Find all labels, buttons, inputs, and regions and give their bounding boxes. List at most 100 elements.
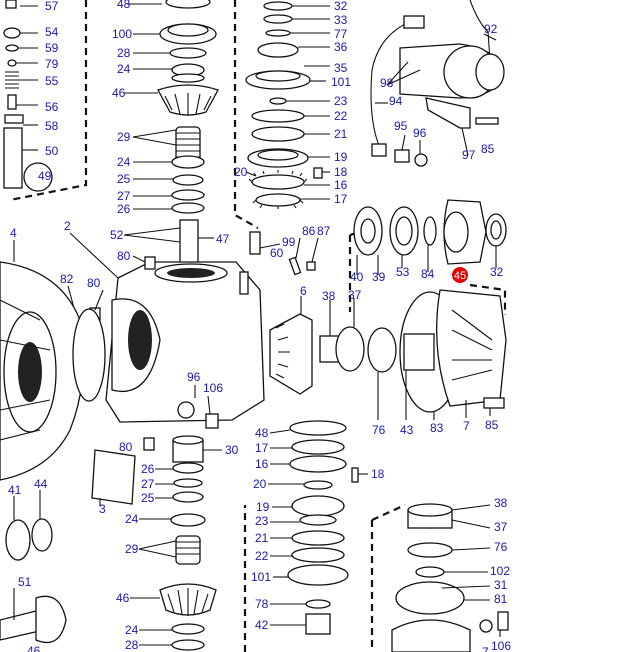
callout-label-46: 46	[27, 644, 41, 652]
lower-middle-washer-stack	[268, 420, 368, 635]
callout-label-80: 80	[119, 440, 133, 454]
callout-label-106: 106	[203, 381, 223, 395]
callout-label-82: 82	[60, 272, 74, 286]
callout-label-18: 18	[371, 467, 385, 481]
callout-label-83: 83	[430, 421, 444, 435]
callout-label-80: 80	[117, 249, 131, 263]
callout-label-26: 26	[141, 462, 155, 476]
callout-label-16: 16	[255, 457, 269, 471]
upper-right-washer-stack	[245, 1, 330, 209]
callout-label-101: 101	[251, 570, 271, 584]
callout-label-79: 79	[45, 57, 59, 71]
lower-left-shaft	[0, 490, 67, 644]
callout-label-27: 27	[141, 477, 155, 491]
right-bearing-row	[353, 199, 507, 275]
callout-label-37: 37	[494, 520, 508, 534]
callout-label-85: 85	[485, 418, 499, 432]
highlight-dot[interactable]	[452, 267, 468, 283]
callout-label-96: 96	[413, 126, 427, 140]
callout-label-32: 32	[490, 265, 504, 279]
callout-label-98: 98	[380, 76, 394, 90]
callout-label-24: 24	[125, 623, 139, 637]
callout-label-81: 81	[494, 592, 508, 606]
callout-label-99: 99	[282, 235, 296, 249]
callout-label-44: 44	[34, 477, 48, 491]
callout-label-55: 55	[45, 74, 59, 88]
callout-label-20: 20	[253, 477, 267, 491]
callout-label-32: 32	[334, 0, 348, 13]
flywheel-housing	[0, 240, 106, 481]
callout-label-7: 7	[463, 419, 470, 433]
callout-label-37: 37	[348, 288, 362, 302]
callout-label-25: 25	[141, 491, 155, 505]
highlight-marker[interactable]: 45	[452, 267, 468, 283]
callout-label-41: 41	[8, 483, 22, 497]
callout-label-51: 51	[18, 575, 32, 589]
callout-label-4: 4	[10, 226, 17, 240]
callout-label-43: 43	[400, 423, 414, 437]
callout-label-87: 87	[317, 224, 331, 238]
callout-label-24: 24	[117, 62, 131, 76]
callout-label-29: 29	[125, 542, 139, 556]
callout-label-22: 22	[255, 549, 269, 563]
callout-label-29: 29	[117, 130, 131, 144]
callout-label-52: 52	[110, 228, 124, 242]
callout-label-49: 49	[38, 169, 52, 183]
callout-label-84: 84	[421, 267, 435, 281]
callout-label-56: 56	[45, 100, 59, 114]
callout-label-53: 53	[396, 265, 410, 279]
callout-label-96: 96	[187, 370, 201, 384]
callout-label-19: 19	[256, 500, 270, 514]
callout-label-78: 78	[255, 597, 269, 611]
callout-label-46: 46	[116, 591, 130, 605]
callout-label-40: 40	[350, 270, 364, 284]
callout-label-20: 20	[234, 165, 248, 179]
callout-label-35: 35	[334, 61, 348, 75]
callout-label-86: 86	[302, 224, 316, 238]
callout-label-24: 24	[117, 155, 131, 169]
callout-label-23: 23	[334, 94, 348, 108]
callout-label-39: 39	[372, 270, 386, 284]
callout-label-3: 3	[99, 502, 106, 516]
callout-label-21: 21	[334, 127, 348, 141]
callout-label-17: 17	[255, 441, 269, 455]
callout-label-48: 48	[117, 0, 131, 11]
callout-label-38: 38	[494, 496, 508, 510]
callout-label-28: 28	[117, 46, 131, 60]
callout-label-26: 26	[117, 202, 131, 216]
highlight-label[interactable]: 45	[454, 270, 466, 282]
callout-label-17: 17	[334, 192, 348, 206]
lower-right-stack	[391, 503, 509, 652]
callout-label-76: 76	[494, 540, 508, 554]
callout-label-24: 24	[125, 512, 139, 526]
callout-label-21: 21	[255, 531, 269, 545]
callout-label-97: 97	[462, 148, 476, 162]
callout-label-95: 95	[394, 119, 408, 133]
callout-label-7: 7	[482, 645, 489, 652]
callout-label-30: 30	[225, 443, 239, 457]
callout-label-46: 46	[112, 86, 126, 100]
callout-label-22: 22	[334, 109, 348, 123]
callout-label-28: 28	[125, 638, 139, 652]
callout-label-31: 31	[494, 578, 508, 592]
callout-label-38: 38	[322, 289, 336, 303]
callout-label-100: 100	[112, 27, 132, 41]
callout-label-48: 48	[255, 426, 269, 440]
dashed-group-outlines	[9, 0, 507, 652]
hydraulic-pump-assembly	[370, 0, 505, 167]
callout-label-6: 6	[300, 284, 307, 298]
callout-label-85: 85	[481, 142, 495, 156]
callout-label-102: 102	[490, 564, 510, 578]
callout-label-23: 23	[255, 514, 269, 528]
callout-label-77: 77	[334, 27, 348, 41]
callout-label-59: 59	[45, 41, 59, 55]
callout-label-18: 18	[334, 165, 348, 179]
callout-label-106: 106	[491, 639, 511, 652]
callout-label-94: 94	[389, 94, 403, 108]
valve-assembly-49	[3, 0, 53, 192]
callout-label-25: 25	[117, 172, 131, 186]
upper-shaft-stack	[123, 0, 219, 283]
callout-label-36: 36	[334, 40, 348, 54]
bevel-gear-assembly	[269, 289, 507, 420]
